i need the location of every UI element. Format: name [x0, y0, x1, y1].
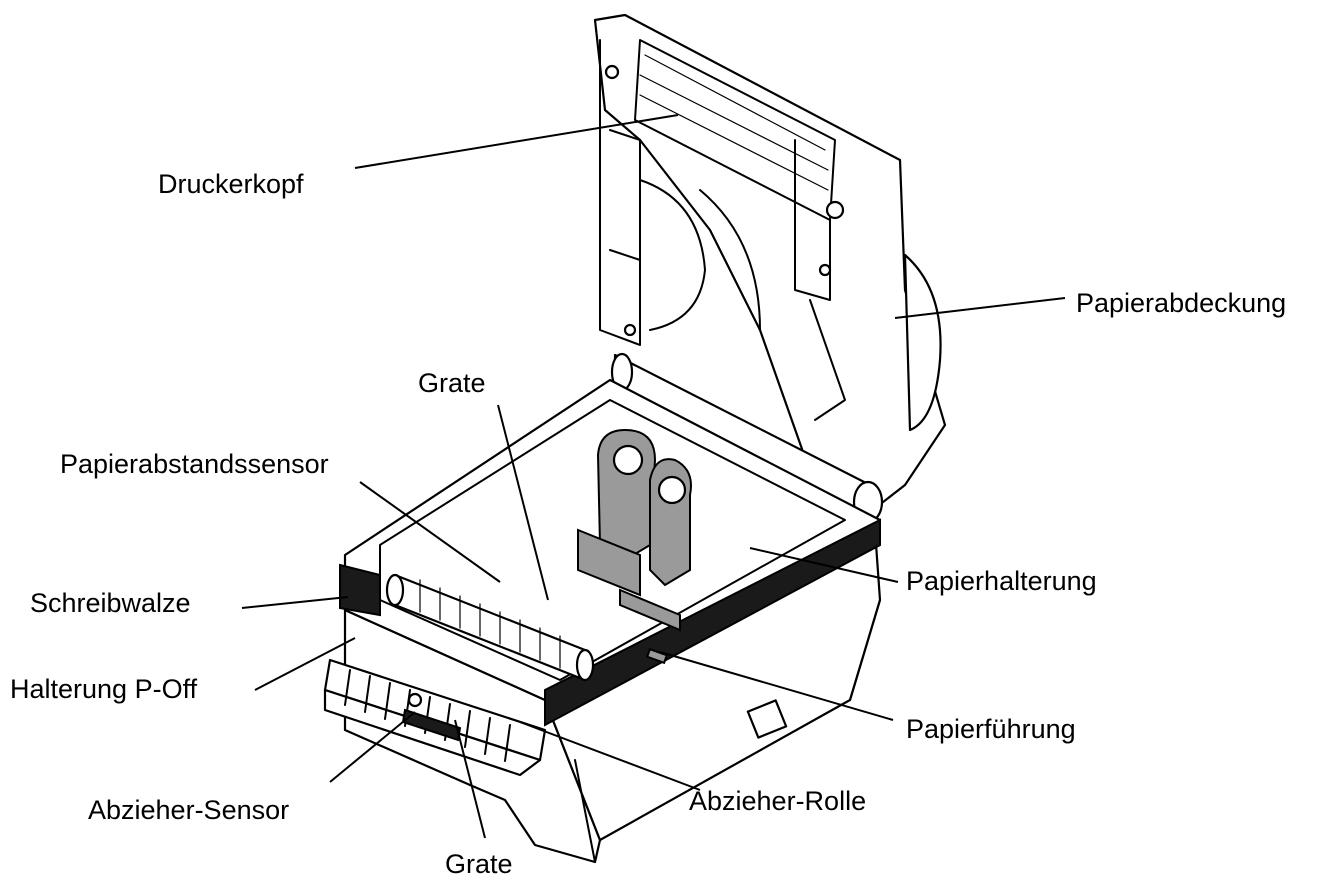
label-platen: Schreibwalze: [30, 588, 191, 618]
peeler-module: [323, 658, 547, 777]
leader-lines: [241, 114, 1066, 839]
label-holder-poff: Halterung P-Off: [10, 674, 198, 704]
leader-gap-bottom: [454, 719, 486, 839]
paper-cover: [593, 13, 947, 522]
leader-platen: [241, 596, 349, 609]
knob-icon: [825, 200, 845, 220]
platen-roller: [385, 573, 595, 682]
leader-printhead: [354, 114, 679, 169]
label-paper-holder: Papierhalterung: [906, 566, 1097, 596]
label-gap-sensor: Papierabstandssensor: [60, 449, 329, 479]
leader-peeler-roller: [519, 721, 701, 791]
label-peeler-sensor: Abzieher-Sensor: [88, 795, 289, 825]
screw-icon: [818, 263, 832, 277]
label-printhead: Druckerkopf: [158, 169, 304, 199]
leader-holder-poff: [254, 637, 356, 691]
label-paper-guide: Papierführung: [906, 714, 1076, 744]
leader-paper-guide: [659, 651, 894, 721]
front-dark-strip: [544, 518, 881, 727]
screw-icon: [623, 323, 637, 337]
label-peeler-roller: Abzieher-Rolle: [689, 786, 866, 816]
power-switch-icon: [746, 699, 788, 739]
leader-gap-top: [497, 404, 549, 601]
label-paper-cover: Papierabdeckung: [1076, 288, 1286, 318]
label-gap-bottom: Grate: [445, 849, 513, 879]
leader-peeler-sensor: [329, 711, 416, 783]
leader-paper-cover: [894, 297, 1066, 319]
screw-icon: [604, 64, 620, 80]
leader-gap-sensor: [359, 481, 501, 583]
paper-holder: [577, 428, 692, 665]
side-dark-strip: [339, 563, 381, 617]
label-gap-top: Grate: [418, 368, 486, 398]
leader-paper-holder: [749, 547, 899, 583]
